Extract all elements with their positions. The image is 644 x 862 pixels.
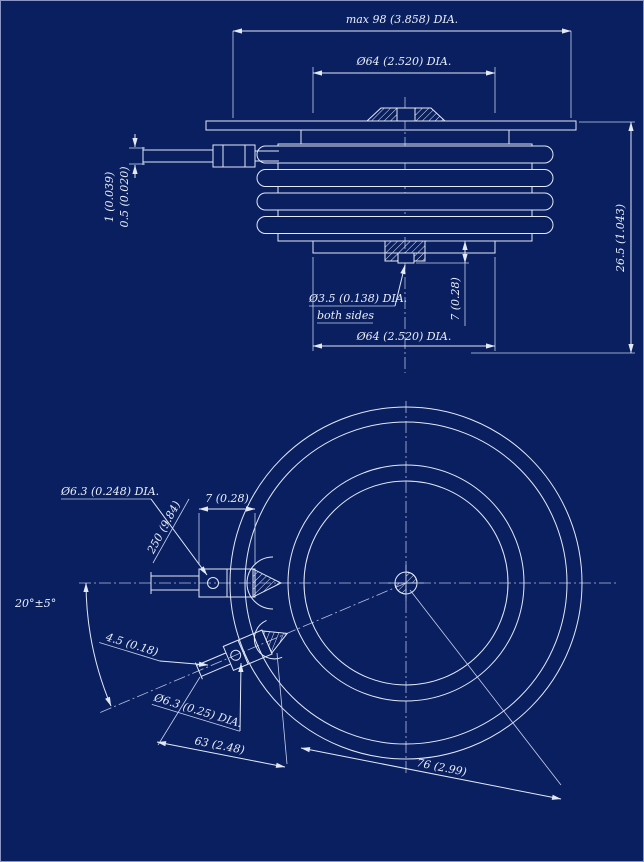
dim-gate-lead-length: 250 (9.84) <box>144 498 190 564</box>
plan-aux-lead <box>194 620 289 680</box>
ceramic-fin <box>256 169 554 187</box>
dim-lead-thickness-label: 0.5 (0.020) <box>118 166 131 227</box>
callout-gate-lead-dia: Ø6.3 (0.248) DIA. <box>60 485 208 576</box>
plan-center-hole <box>388 565 424 601</box>
callout-aux-lead-dia: Ø6.3 (0.25) DIA. <box>152 662 244 732</box>
dim-height-label: 26.5 (1.043) <box>614 204 627 273</box>
dim-bottom-pole-diameter: Ø64 (2.520) DIA. <box>312 257 496 351</box>
dim-aux-offset-label: 4.5 (0.18) <box>103 630 159 659</box>
ceramic-fin <box>256 216 554 234</box>
dim-aux-dia-label: Ø6.3 (0.25) DIA. <box>152 691 244 730</box>
aux-lead-wedge <box>261 630 289 655</box>
dim-gate-lead-thickness: 1 (0.039) 0.5 (0.020) <box>103 134 145 228</box>
plan-centerlines <box>79 401 619 773</box>
side-view-gate-lead <box>142 144 279 168</box>
dim-lead-angle: 20°±5° <box>14 582 112 707</box>
bottom-boss-notch <box>397 252 415 264</box>
dim-overall-label: max 98 (3.858) DIA. <box>346 13 458 26</box>
aux-lead-axis <box>98 582 407 714</box>
gate-lead-hole <box>207 577 219 589</box>
dim-hole-depth: 7 (0.28) <box>416 240 469 326</box>
dim-center-hole-note: both sides <box>317 309 374 322</box>
dim-top-pole-diameter: Ø64 (2.520) DIA. <box>312 55 496 113</box>
dim-aux-length-label: 63 (2.48) <box>194 734 246 756</box>
dim-gate-block-width: 7 (0.28) <box>198 492 256 565</box>
dim-lead-length-label: 250 (9.84) <box>144 499 183 557</box>
dim-overall-diameter: max 98 (3.858) DIA. <box>232 13 572 118</box>
aux-lead-hole <box>230 649 242 661</box>
dim-gate-width-label: 7 (0.28) <box>205 492 249 505</box>
dim-center-hole-label: Ø3.5 (0.138) DIA. <box>308 292 407 305</box>
dim-bottom-pole-label: Ø64 (2.520) DIA. <box>356 330 452 343</box>
callout-center-hole: Ø3.5 (0.138) DIA. both sides <box>308 264 407 324</box>
ceramic-fin <box>256 145 554 164</box>
dim-hole-depth-label: 7 (0.28) <box>449 277 462 321</box>
bottom-contact-boss <box>384 240 426 262</box>
dim-device-height: 26.5 (1.043) <box>471 121 635 354</box>
top-boss-notch <box>396 107 416 122</box>
dim-lead-offset-label: 1 (0.039) <box>103 172 116 223</box>
dim-top-pole-label: Ø64 (2.520) DIA. <box>356 55 452 68</box>
callout-aux-offset: 4.5 (0.18) <box>99 630 209 667</box>
dim-gate-dia-label: Ø6.3 (0.248) DIA. <box>60 485 159 498</box>
side-view-body <box>205 107 577 264</box>
plan-view: Ø6.3 (0.248) DIA. 7 (0.28) 250 (9.84) 20… <box>14 401 619 800</box>
side-view: max 98 (3.858) DIA. Ø64 (2.520) DIA. 1 (… <box>103 13 635 373</box>
plan-gate-lead <box>150 556 283 610</box>
ceramic-fin <box>256 192 554 211</box>
gate-lead-wedge <box>252 568 283 598</box>
dim-angle-label: 20°±5° <box>14 597 56 610</box>
